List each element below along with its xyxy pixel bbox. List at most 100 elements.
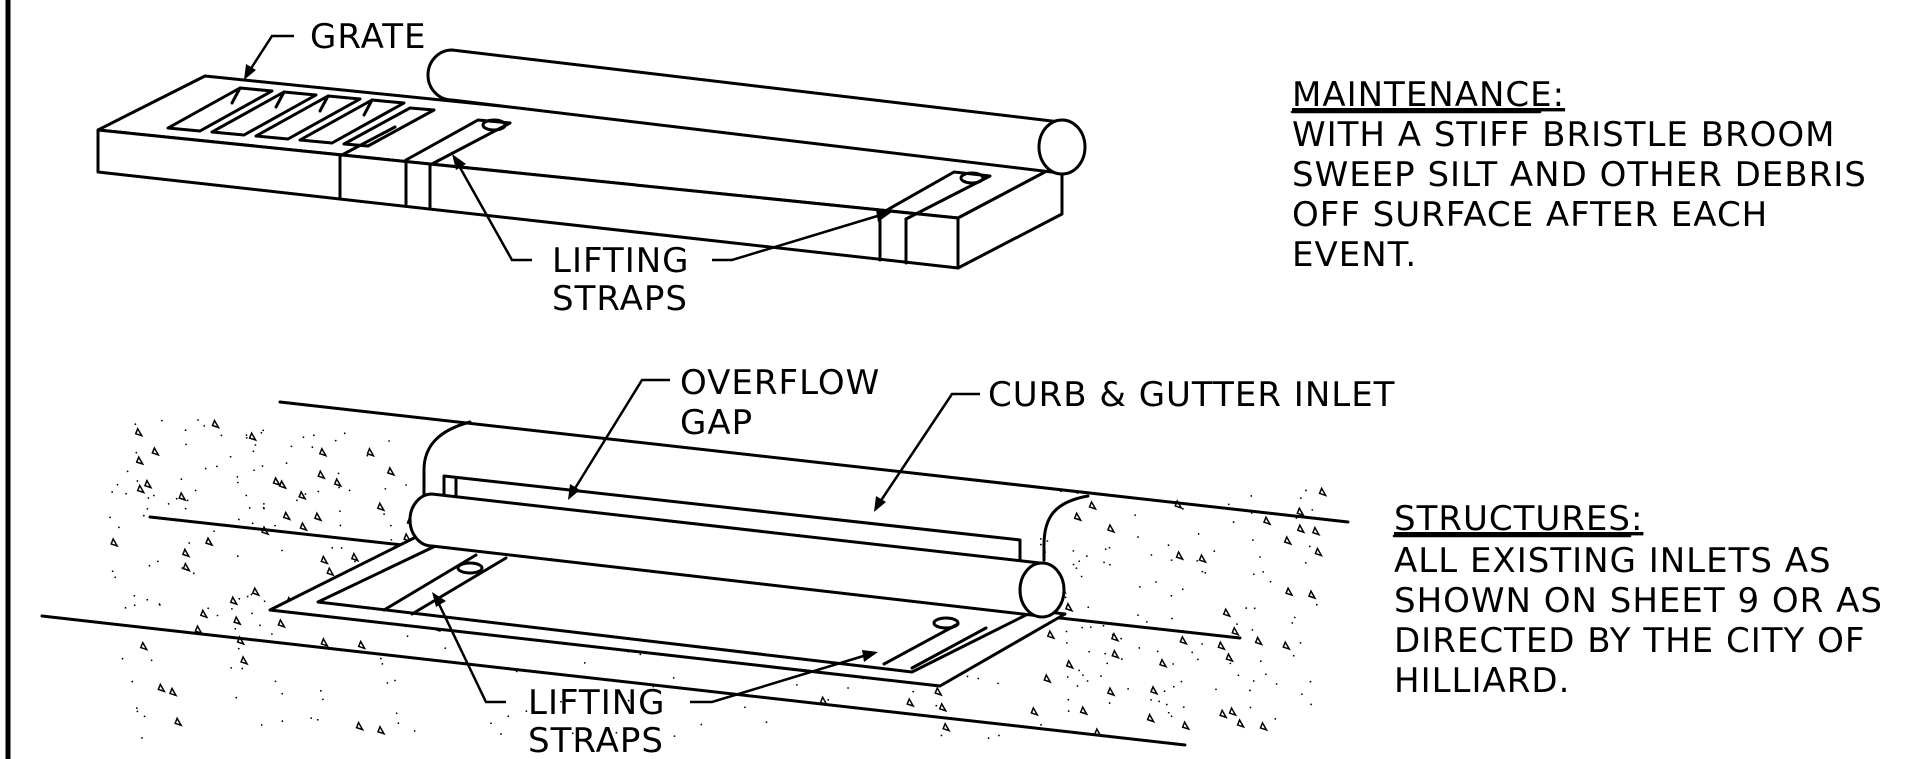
stipple-dot (1134, 514, 1137, 517)
stipple-dot (1102, 624, 1105, 627)
stipple-dot (331, 546, 334, 549)
stipple-dot (146, 507, 149, 510)
stipple-triangle (1217, 640, 1226, 651)
stipple-dot (1269, 580, 1272, 583)
stipple-dot (194, 489, 197, 492)
stipple-triangle (1179, 635, 1188, 646)
stipple-dot (148, 564, 151, 567)
stipple-dot (296, 499, 298, 502)
stipple-triangle (1222, 607, 1232, 618)
stipple-dot (1182, 507, 1184, 510)
stipple-dot (262, 502, 265, 505)
stipple-dot (216, 465, 218, 468)
stipple-dot (1150, 698, 1152, 701)
stipple-triangle (1073, 511, 1083, 522)
stipple-dot (394, 679, 396, 682)
stipple-dot (133, 594, 136, 597)
stipple-dot (234, 627, 237, 630)
stipple-triangle (1064, 602, 1074, 613)
stipple-dot (1167, 711, 1170, 714)
stipple-dot (1167, 544, 1170, 547)
stipple-dot (1262, 570, 1265, 573)
stipple-dot (1075, 567, 1078, 569)
stipple-triangle (134, 426, 144, 438)
stipple-dot (384, 487, 387, 490)
maintenance-line: WITH A STIFF BRISTLE BROOM (1292, 115, 1836, 155)
grate-inlet-detail (96, 48, 1087, 270)
stipple-triangle (366, 447, 376, 458)
stipple-dot (343, 432, 346, 435)
overflow-gap-label-line2: GAP (680, 403, 753, 443)
stipple-dot (203, 425, 206, 427)
stipple-triangle (938, 702, 948, 713)
stipple-triangle (251, 586, 261, 597)
stipple-dot (111, 491, 114, 493)
stipple-triangle (151, 446, 160, 457)
stipple-dot (111, 570, 114, 573)
stipple-dot (673, 735, 676, 738)
stipple-dot (281, 692, 284, 695)
structures-line: SHOWN ON SHEET 9 OR AS (1394, 581, 1883, 621)
stipple-dot (940, 734, 943, 737)
stipple-dot (310, 717, 313, 720)
stipple-triangle (248, 431, 258, 442)
stipple-triangle (942, 722, 951, 733)
stipple-dot (290, 445, 293, 448)
stipple-dot (220, 434, 223, 437)
stipple-dot (131, 680, 134, 683)
lifting-straps-label-top-line1: LIFTING (552, 241, 690, 281)
stipple-dot (627, 699, 630, 702)
stipple-triangle (1259, 721, 1269, 732)
stipple-dot (1170, 594, 1173, 597)
stipple-dot (271, 633, 273, 635)
stipple-dot (316, 718, 319, 721)
stipple-dot (1080, 575, 1083, 578)
stipple-triangle (1181, 720, 1191, 731)
stipple-dot (339, 524, 342, 527)
grate-label: GRATE (310, 17, 426, 57)
stipple-dot (1088, 650, 1091, 653)
stipple-dot (146, 598, 149, 601)
sediment-log-top (426, 48, 1087, 176)
stipple-dot (1163, 690, 1166, 693)
stipple-dot (238, 597, 241, 600)
stipple-dot (672, 677, 675, 679)
stipple-triangle (1225, 652, 1235, 663)
stipple-triangle (139, 640, 149, 651)
stipple-triangle (355, 720, 365, 731)
stipple-dot (405, 484, 408, 486)
stipple-dot (246, 595, 249, 598)
stipple-dot (125, 492, 127, 495)
stipple-dot (1100, 675, 1102, 678)
grate-slab-end (956, 161, 1064, 270)
stipple-dot (1310, 703, 1312, 706)
overflow-leader (568, 378, 670, 500)
stipple-dot (583, 662, 586, 664)
stipple-dot (1046, 540, 1049, 542)
stipple-dot (192, 572, 195, 575)
stipple-dot (1165, 703, 1168, 706)
stipple-dot (1251, 628, 1254, 631)
stipple-dot (1201, 643, 1204, 645)
stipple-triangle (282, 510, 292, 521)
stipple-dot (237, 518, 240, 521)
stipple-dot (1252, 680, 1255, 682)
stipple-dot (1087, 606, 1090, 609)
stipple-dot (322, 698, 324, 701)
stipple-dot (304, 493, 307, 496)
stipple-dot (1274, 718, 1277, 720)
stipple-dot (188, 542, 191, 544)
stipple-triangle (1149, 685, 1159, 696)
stipple-dot (1201, 570, 1204, 573)
curb-opening-left-side (422, 420, 472, 502)
lifting-straps-label-bottom-line1: LIFTING (528, 683, 666, 723)
stipple-triangle (229, 595, 239, 606)
stipple-dot (997, 682, 999, 685)
stipple-dot (1259, 660, 1262, 663)
stipple-dot (1293, 616, 1296, 619)
stipple-triangle (1283, 535, 1293, 546)
stipple-dot (319, 689, 322, 692)
stipple-dot (1106, 662, 1109, 665)
stipple-dot (381, 662, 384, 665)
